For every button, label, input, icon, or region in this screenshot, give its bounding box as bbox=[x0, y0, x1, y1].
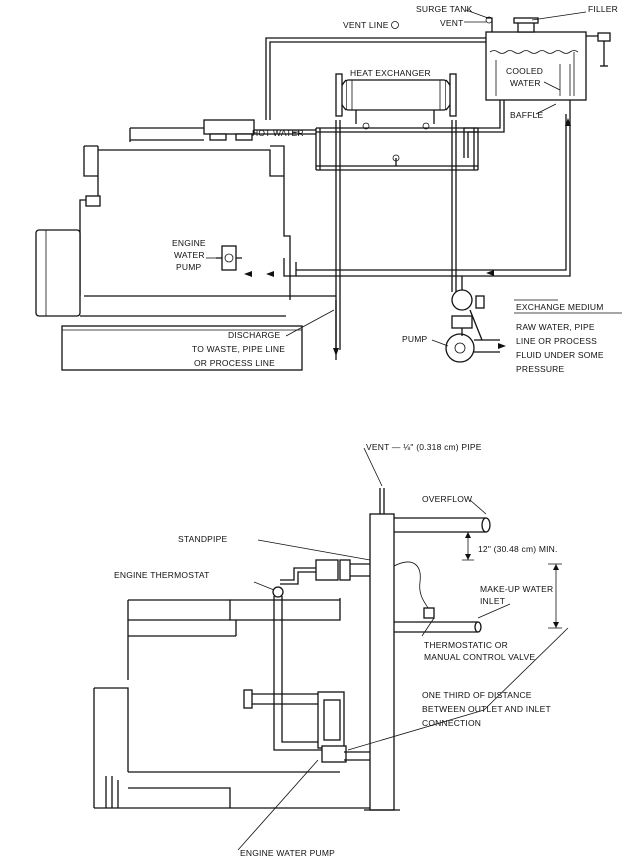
label-filler: FILLER bbox=[588, 4, 618, 14]
label-discharge-3: OR PROCESS LINE bbox=[194, 358, 275, 368]
engine-block bbox=[79, 145, 336, 317]
label-pump: PUMP bbox=[402, 334, 427, 344]
label-min-dist: 12" (30.48 cm) MIN. bbox=[478, 544, 558, 554]
makeup-water-inlet bbox=[394, 607, 482, 633]
label-engine-thermostat: ENGINE THERMOSTAT bbox=[114, 570, 210, 580]
filler-cap bbox=[513, 17, 539, 33]
raw-water-pump bbox=[445, 276, 506, 363]
surge-tank bbox=[485, 31, 587, 101]
label-makeup-2: INLET bbox=[480, 596, 505, 606]
label-valve-2: MANUAL CONTROL VALVE bbox=[424, 652, 535, 662]
overflow-pipe bbox=[394, 517, 491, 533]
label-makeup-1: MAKE-UP WATER bbox=[480, 584, 553, 594]
label-heat-exchanger: HEAT EXCHANGER bbox=[350, 68, 431, 78]
flywheel-housing bbox=[35, 229, 81, 317]
label-raw-water-3: FLUID UNDER SOME bbox=[516, 350, 604, 360]
label-valve-1: THERMOSTATIC OR bbox=[424, 640, 508, 650]
engine-water-pump-bottom bbox=[243, 689, 370, 763]
label-vent-pipe: VENT — ⅛" (0.318 cm) PIPE bbox=[366, 442, 482, 452]
standpipe-cooling-diagram: VENT — ⅛" (0.318 cm) PIPE OVERFLOW 12" (… bbox=[93, 442, 569, 858]
label-raw-water-4: PRESSURE bbox=[516, 364, 564, 374]
label-engine-water-pump: ENGINE WATER PUMP bbox=[240, 848, 335, 858]
label-raw-water-1: RAW WATER, PIPE bbox=[516, 322, 595, 332]
label-baffle: BAFFLE bbox=[510, 110, 543, 120]
label-engine-water: WATER bbox=[174, 250, 205, 260]
label-discharge-2: TO WASTE, PIPE LINE bbox=[192, 344, 285, 354]
standpipe bbox=[364, 513, 400, 811]
label-vent: VENT bbox=[440, 18, 463, 28]
label-third-1: ONE THIRD OF DISTANCE bbox=[422, 690, 532, 700]
label-engine-pump: PUMP bbox=[176, 262, 201, 272]
heat-exchanger bbox=[335, 73, 457, 117]
label-exchange-medium: EXCHANGE MEDIUM bbox=[516, 302, 604, 312]
engine-body bbox=[93, 598, 370, 809]
label-vent-line: VENT LINE bbox=[343, 20, 389, 30]
heat-exchanger-cooling-diagram: SURGE TANK FILLER VENT LINE VENT HEAT EX… bbox=[35, 4, 622, 374]
label-surge-tank: SURGE TANK bbox=[416, 4, 473, 14]
label-discharge-1: DISCHARGE bbox=[228, 330, 280, 340]
label-third-3: CONNECTION bbox=[422, 718, 481, 728]
label-third-2: BETWEEN OUTLET AND INLET bbox=[422, 704, 551, 714]
label-cooled: COOLED bbox=[506, 66, 543, 76]
label-cooled-water: WATER bbox=[510, 78, 541, 88]
label-overflow: OVERFLOW bbox=[422, 494, 472, 504]
label-engine: ENGINE bbox=[172, 238, 206, 248]
label-raw-water-2: LINE OR PROCESS bbox=[516, 336, 597, 346]
label-hot-water: HOT WATER bbox=[252, 128, 304, 138]
engine-base bbox=[61, 325, 303, 371]
label-standpipe: STANDPIPE bbox=[178, 534, 227, 544]
engine-water-pump-top bbox=[216, 245, 242, 271]
vent-line-icon bbox=[391, 21, 399, 29]
